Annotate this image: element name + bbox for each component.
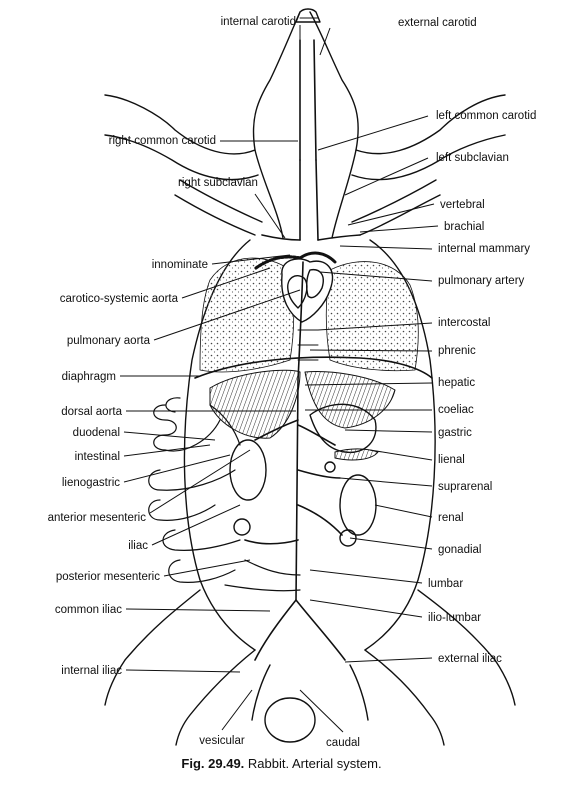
right-lung xyxy=(325,261,419,372)
label-lienal: lienal xyxy=(438,454,465,466)
label-dorsal-aorta: dorsal aorta xyxy=(61,406,122,418)
label-internal-iliac: internal iliac xyxy=(61,665,122,677)
label-pulmonary-aorta: pulmonary aorta xyxy=(67,335,151,347)
head-outline xyxy=(252,8,359,239)
heart xyxy=(254,251,337,323)
intercostal-vessels xyxy=(297,329,319,361)
right-gonad xyxy=(339,529,357,547)
label-external-iliac: external iliac xyxy=(438,653,502,665)
label-lumbar: lumbar xyxy=(428,578,463,590)
label-gastric: gastric xyxy=(438,427,472,439)
right-kidney xyxy=(339,474,377,536)
left-kidney xyxy=(229,439,267,501)
label-vertebral: vertebral xyxy=(440,199,485,211)
label-hepatic: hepatic xyxy=(438,377,475,389)
label-caudal: caudal xyxy=(326,737,360,749)
label-intercostal: intercostal xyxy=(438,317,490,329)
forelimb-outlines xyxy=(104,94,506,236)
stomach xyxy=(309,403,377,454)
left-common-carotid-vessel xyxy=(315,159,319,241)
label-right-common-carotid: right common carotid xyxy=(109,135,216,147)
left-lung xyxy=(199,257,295,373)
figure-caption-text: Rabbit. Arterial system. xyxy=(244,756,382,771)
label-coeliac: coeliac xyxy=(438,404,474,416)
subclavian-vessels xyxy=(261,234,361,241)
label-diaphragm: diaphragm xyxy=(62,371,116,383)
label-left-subclavian: left subclavian xyxy=(436,152,509,164)
label-gonadial: gonadial xyxy=(438,544,481,556)
abdominal-aorta-branches xyxy=(244,419,346,661)
label-iliac: iliac xyxy=(128,540,148,552)
intestine-coils xyxy=(148,397,301,592)
label-renal: renal xyxy=(438,512,464,524)
label-ilio-lumbar: ilio-lumbar xyxy=(428,612,481,624)
label-external-carotid: external carotid xyxy=(398,17,477,29)
label-innominate: innominate xyxy=(152,259,208,271)
label-left-common-carotid: left common carotid xyxy=(436,110,536,122)
label-internal-mammary: internal mammary xyxy=(438,243,530,255)
left-adrenal xyxy=(324,461,336,473)
label-phrenic: phrenic xyxy=(438,345,476,357)
external-carotid-vessel xyxy=(313,39,317,161)
spleen xyxy=(334,448,379,461)
label-common-iliac: common iliac xyxy=(55,604,122,616)
left-gonad xyxy=(233,518,251,536)
bladder xyxy=(264,697,316,743)
label-vesicular: vesicular xyxy=(199,735,245,747)
hindlimb-outlines xyxy=(104,589,516,746)
liver xyxy=(209,369,396,439)
label-lienogastric: lienogastric xyxy=(62,477,120,489)
label-duodenal: duodenal xyxy=(73,427,120,439)
label-carotico-systemic-aorta: carotico-systemic aorta xyxy=(60,293,179,305)
label-intestinal: intestinal xyxy=(75,451,120,463)
label-anterior-mesenteric: anterior mesenteric xyxy=(48,512,147,524)
label-internal-carotid: internal carotid xyxy=(221,16,296,28)
label-posterior-mesenteric: posterior mesenteric xyxy=(56,571,160,583)
label-brachial: brachial xyxy=(444,221,484,233)
diaphragm-line xyxy=(194,356,433,379)
label-suprarenal: suprarenal xyxy=(438,481,492,493)
figure-number: Fig. 29.49. xyxy=(181,756,245,771)
figure-caption: Fig. 29.49. Rabbit. Arterial system. xyxy=(0,756,563,771)
label-right-subclavian: right subclavian xyxy=(178,177,258,189)
label-pulmonary-artery: pulmonary artery xyxy=(438,275,525,287)
dorsal-aorta-vessel xyxy=(295,261,304,601)
arterial-system xyxy=(244,39,361,661)
